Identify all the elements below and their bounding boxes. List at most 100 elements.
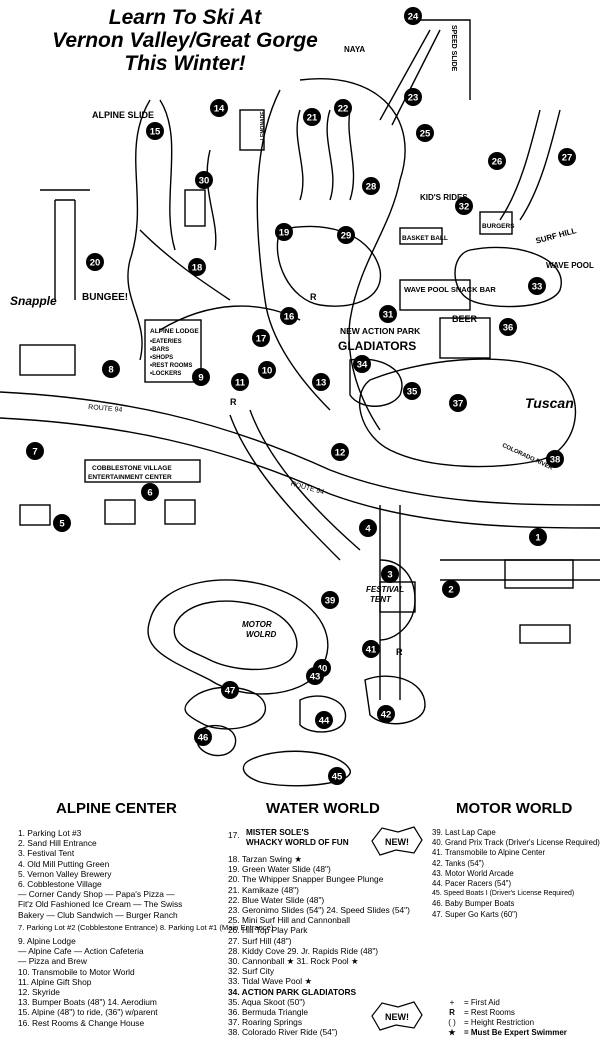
- attraction-marker-8: 8: [102, 360, 120, 378]
- list-item: 45. Speed Boats I (Driver's License Requ…: [432, 890, 575, 898]
- marker-number: 3: [387, 570, 392, 581]
- list-item: 41. Transmobile to Alpine Center: [432, 848, 546, 858]
- list-item: — Corner Candy Shop — Papa's Pizza —: [18, 889, 175, 900]
- marker-circle: [315, 711, 333, 729]
- alpine-lodge-item-1: •EATERIES: [150, 339, 182, 345]
- list-item: 47. Super Go Karts (60"): [432, 909, 518, 919]
- rest-room-marker: R: [310, 292, 317, 302]
- marker-circle: [488, 152, 506, 170]
- alpine-lodge-title: ALPINE LODGE: [150, 328, 199, 335]
- marker-number: 13: [316, 378, 327, 389]
- attraction-marker-7: 7: [26, 442, 44, 460]
- attraction-marker-24: 24: [404, 7, 422, 25]
- marker-number: 39: [325, 596, 336, 607]
- list-item: 4. Old Mill Putting Green: [18, 858, 110, 869]
- key-height-restriction: ( )= Height Restriction: [448, 1018, 535, 1027]
- festival-tent-label-2: TENT: [370, 595, 392, 604]
- marker-number: 29: [341, 231, 352, 242]
- list-item: Bakery — Club Sandwich — Burger Ranch: [18, 909, 178, 920]
- marker-circle: [275, 223, 293, 241]
- new-badge: NEW!: [371, 1001, 423, 1031]
- wave-pool-outline: [454, 246, 562, 308]
- list-item: 18. Tarzan Swing ★: [228, 854, 302, 864]
- marker-number: 33: [532, 282, 543, 293]
- route-94-label-east: ROUTE 94: [290, 481, 325, 497]
- marker-number: 28: [366, 182, 377, 193]
- attraction-marker-11: 11: [231, 373, 249, 391]
- rest-room-marker: R: [396, 647, 403, 657]
- attraction-marker-33: 33: [528, 277, 546, 295]
- marker-circle: [141, 483, 159, 501]
- marker-number: 35: [407, 387, 418, 398]
- marker-circle: [334, 99, 352, 117]
- list-item: 6. Cobblestone Village: [18, 879, 102, 890]
- attraction-marker-10: 10: [258, 361, 276, 379]
- alpine-lodge-item-2: •BARS: [150, 347, 169, 353]
- marker-number: 47: [225, 686, 236, 697]
- marker-number: 2: [448, 585, 453, 596]
- water-world-list: 17. MISTER SOLE'S WHACKY WORLD OF FUN NE…: [228, 826, 428, 1038]
- attraction-marker-30: 30: [195, 171, 213, 189]
- attraction-marker-23: 23: [404, 88, 422, 106]
- list-item: 13. Bumper Boats (48") 14. Aerodium: [18, 997, 157, 1008]
- marker-circle: [449, 394, 467, 412]
- marker-circle: [359, 519, 377, 537]
- marker-number: 20: [90, 258, 101, 269]
- marker-number: 8: [108, 365, 113, 376]
- list-item: 39. Last Lap Cape: [432, 828, 496, 837]
- attraction-marker-38: 38: [546, 450, 564, 468]
- alpine-lodge-item-3: •SHOPS: [150, 355, 173, 361]
- list-item: 36. Bermuda Triangle: [228, 1007, 309, 1018]
- attraction-marker-37: 37: [449, 394, 467, 412]
- list-item: 22. Blue Water Slide (48"): [228, 894, 325, 905]
- attraction-marker-35: 35: [403, 382, 421, 400]
- attraction-marker-42: 42: [377, 705, 395, 723]
- gladiators-tail: 35. Aqua Skoot (50") 36. Bermuda Triangl…: [228, 997, 428, 1038]
- attraction-marker-5: 5: [53, 514, 71, 532]
- marker-circle: [558, 148, 576, 166]
- marker-circle: [231, 373, 249, 391]
- marker-circle: [377, 705, 395, 723]
- marker-circle: [86, 253, 104, 271]
- marker-circle: [210, 99, 228, 117]
- list-item: 5. Vernon Valley Brewery: [18, 868, 112, 879]
- marker-circle: [303, 108, 321, 126]
- marker-number: 18: [192, 263, 203, 274]
- list-item: 44. Pacer Racers (54"): [432, 879, 512, 889]
- naya-label: NAYA: [344, 45, 365, 54]
- alpine-slide-label: ALPINE SLIDE: [92, 110, 154, 120]
- attraction-marker-9: 9: [192, 368, 210, 386]
- attraction-marker-6: 6: [141, 483, 159, 501]
- list-item: 26. Hill Top Play Park: [228, 925, 308, 936]
- attraction-marker-13: 13: [312, 373, 330, 391]
- marker-number: 46: [198, 733, 209, 744]
- marker-circle: [321, 591, 339, 609]
- list-item: 38. Colorado River Ride (54"): [228, 1027, 338, 1038]
- motor-world-list: 39. Last Lap Cape 40. Grand Prix Track (…: [432, 828, 600, 920]
- burgers-label: BURGERS: [482, 223, 515, 230]
- attraction-marker-26: 26: [488, 152, 506, 170]
- key-rest-rooms: R= Rest Rooms: [449, 1008, 515, 1017]
- marker-number: 31: [383, 310, 394, 321]
- marker-circle: [194, 728, 212, 746]
- attraction-marker-21: 21: [303, 108, 321, 126]
- attraction-marker-36: 36: [499, 318, 517, 336]
- list-item: 25. Mini Surf Hill and Cannonball: [228, 915, 350, 926]
- headline: Learn To Ski At Vernon Valley/Great Gorg…: [0, 6, 370, 75]
- marker-number: 34: [357, 360, 368, 371]
- colorado-river: [359, 358, 577, 468]
- marker-circle: [306, 667, 324, 685]
- marker-number: 36: [503, 323, 514, 334]
- list-item: 35. Aqua Skoot (50"): [228, 996, 306, 1007]
- attraction-marker-34: 34: [353, 355, 371, 373]
- mister-sole-line-1: MISTER SOLE'S: [246, 828, 309, 837]
- marker-circle: [404, 88, 422, 106]
- marker-circle: [221, 681, 239, 699]
- marker-number: 19: [279, 228, 290, 239]
- attraction-marker-4: 4: [359, 519, 377, 537]
- marker-circle: [53, 514, 71, 532]
- list-item: 21. Kamikaze (48"): [228, 884, 299, 895]
- attraction-marker-43: 43: [306, 667, 324, 685]
- marker-circle: [258, 361, 276, 379]
- marker-number: 15: [150, 127, 161, 138]
